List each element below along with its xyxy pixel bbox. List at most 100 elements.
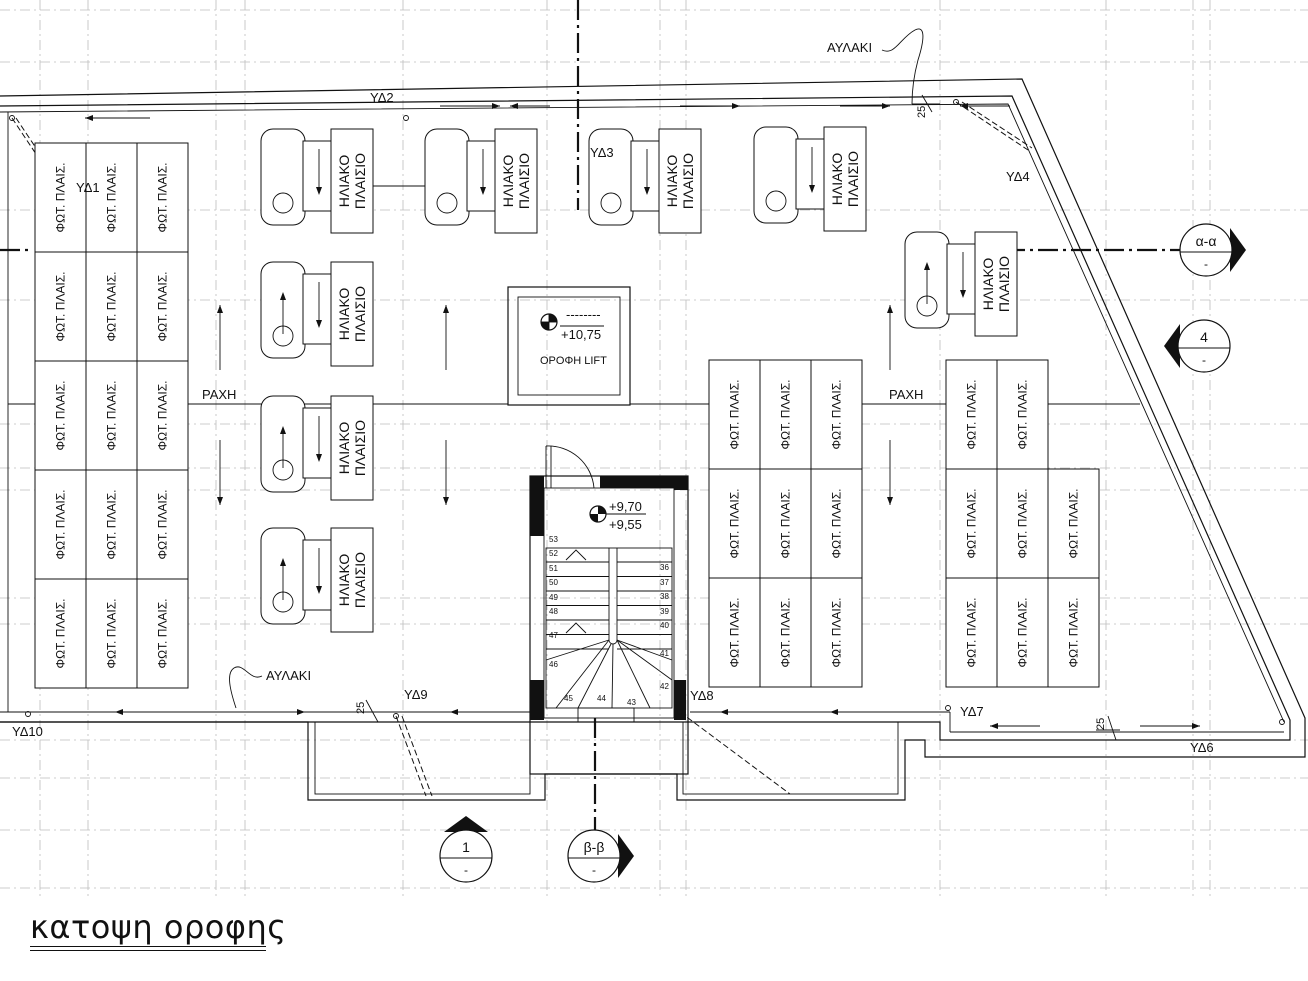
pv-panel	[1047, 577, 1100, 688]
lift-label: ΟΡΟΦΗ LIFT	[540, 355, 607, 367]
pv-panel	[945, 468, 998, 579]
pv-panel	[810, 468, 863, 579]
solar-label-line1: ΗΛΙΑΚΟ	[336, 288, 352, 341]
pv-panel-label: ΦΩΤ. ΠΛΑΙΣ.	[1016, 489, 1030, 559]
flow-arrowhead	[960, 290, 966, 298]
pv-panel-label: ΦΩΤ. ΠΛΑΙΣ.	[105, 163, 119, 233]
winder-tread	[616, 639, 673, 681]
solar-label-line2: ΠΛΑΙΣΙΟ	[845, 151, 861, 207]
downpipe-yd6: ΥΔ6	[1190, 740, 1214, 755]
drain-arrowhead	[1192, 723, 1200, 729]
pv-panel-label: ΦΩΤ. ΠΛΑΙΣ.	[779, 489, 793, 559]
stair-number: 49	[549, 593, 558, 602]
solar-connector	[466, 140, 498, 212]
solar-panel	[330, 395, 374, 501]
winder-tread	[616, 639, 673, 661]
solar-label-line2: ΠΛΑΙΣΙΟ	[680, 153, 696, 209]
flow-arrowhead	[316, 586, 322, 594]
section-marker-bottom: -	[1204, 257, 1208, 271]
section-marker: α-α-	[1179, 223, 1246, 277]
slope-arrowhead	[443, 497, 449, 505]
drain-arrowhead	[960, 103, 968, 109]
stair-level-top: +9,70	[609, 499, 642, 514]
stair-number: 52	[549, 549, 558, 558]
pv-panel-label: ΦΩΤ. ΠΛΑΙΣ.	[156, 272, 170, 342]
stair-number: 37	[660, 578, 669, 587]
stair-number: 44	[597, 694, 606, 703]
drain-arrowhead	[882, 103, 890, 109]
lift-room: -------- +10,75 ΟΡΟΦΗ LIFT	[507, 286, 631, 406]
pv-panel	[759, 577, 812, 688]
pv-panel	[1047, 468, 1100, 579]
pv-panel-arrays: ΦΩΤ. ΠΛΑΙΣ. ΦΩΤ. ΠΛΑΙΣ. ΦΩΤ. ΠΛΑΙΣ. ΦΩΤ. ΠΛ…	[34, 142, 1100, 689]
solar-panel	[330, 261, 374, 367]
slope-arrowhead	[217, 497, 223, 505]
section-marker-circle	[439, 829, 493, 883]
pv-panel	[996, 468, 1049, 579]
pv-panel-label: ΦΩΤ. ΠΛΑΙΣ.	[105, 272, 119, 342]
solar-label-line1: ΗΛΙΑΚΟ	[336, 155, 352, 208]
solar-label-line2: ΠΛΑΙΣΙΟ	[352, 153, 368, 209]
hip-lines	[11, 101, 1033, 797]
downpipe-yd10: ΥΔ10	[12, 724, 43, 739]
pv-panel-label: ΦΩΤ. ΠΛΑΙΣ.	[156, 381, 170, 451]
pv-panel	[136, 578, 189, 689]
gutter-bottom-label: ΑΥΛΑΚΙ	[266, 668, 311, 683]
pv-panel-label: ΦΩΤ. ΠΛΑΙΣ.	[1067, 598, 1081, 668]
section-marker-bottom: -	[1202, 353, 1206, 367]
solar-outlet-icon	[436, 192, 458, 214]
pv-panel-label: ΦΩΤ. ΠΛΑΙΣ.	[1067, 489, 1081, 559]
pv-panel-label: ΦΩΤ. ΠΛΑΙΣ.	[830, 598, 844, 668]
solar-tank	[260, 128, 306, 226]
solar-label-line1: ΗΛΙΑΚΟ	[500, 155, 516, 208]
pv-panel	[85, 360, 138, 471]
pv-panel	[34, 469, 87, 580]
section-marker-top: β-β	[584, 839, 605, 855]
pv-panel-label: ΦΩΤ. ΠΛΑΙΣ.	[54, 381, 68, 451]
stair-number: 48	[549, 607, 558, 616]
pv-panel-label: ΦΩΤ. ΠΛΑΙΣ.	[54, 163, 68, 233]
pv-panel	[759, 468, 812, 579]
pv-panel	[136, 142, 189, 253]
stair-number: 53	[549, 535, 558, 544]
solar-label-line2: ΠΛΑΙΣΙΟ	[996, 256, 1012, 312]
solar-connector	[302, 140, 334, 212]
pv-panel-label: ΦΩΤ. ΠΛΑΙΣ.	[156, 163, 170, 233]
section-marker-circle	[567, 829, 621, 883]
solar-panel	[330, 527, 374, 633]
slope-arrowhead	[217, 305, 223, 313]
lift-level: +10,75	[561, 327, 601, 342]
pv-panel-label: ΦΩΤ. ΠΛΑΙΣ.	[156, 490, 170, 560]
section-marker-top: 4	[1200, 329, 1208, 345]
drain-arrowhead	[297, 709, 305, 715]
stair-number: 36	[660, 563, 669, 572]
title-underline	[30, 946, 266, 947]
pv-panel	[945, 577, 998, 688]
section-marker-arrow	[444, 816, 488, 832]
downpipe-yd9: ΥΔ9	[404, 687, 428, 702]
lift-level-dashes: --------	[566, 307, 601, 322]
solar-label-line1: ΗΛΙΑΚΟ	[336, 422, 352, 475]
solar-panel	[494, 128, 538, 234]
section-marker-arrow	[1164, 324, 1180, 368]
pv-panel-label: ΦΩΤ. ΠΛΑΙΣ.	[728, 598, 742, 668]
solar-label-line2: ΠΛΑΙΣΙΟ	[516, 153, 532, 209]
pv-panel	[996, 577, 1049, 688]
ridge-left-label: ΡΑΧΗ	[202, 387, 236, 402]
pv-panel-label: ΦΩΤ. ΠΛΑΙΣ.	[1016, 380, 1030, 450]
downpipe-yd1: ΥΔ1	[76, 180, 100, 195]
solar-connector	[302, 273, 334, 345]
pv-panel-label: ΦΩΤ. ΠΛΑΙΣ.	[156, 599, 170, 669]
winder-tread	[611, 643, 614, 709]
solar-connector	[630, 140, 662, 212]
annotations: ΡΑΧΗ ΡΑΧΗ ΑΥΛΑΚΙ ΑΥΛΑΚΙ ΥΔ1 ΥΔ2 ΥΔ3 ΥΔ4 …	[9, 28, 1285, 755]
drain-arrowhead	[830, 709, 838, 715]
drainage-arrows	[85, 103, 1200, 729]
pv-panel	[996, 359, 1049, 470]
solar-connector	[946, 243, 978, 315]
pv-panel-label: ΦΩΤ. ΠΛΑΙΣ.	[54, 599, 68, 669]
pv-panel	[759, 359, 812, 470]
